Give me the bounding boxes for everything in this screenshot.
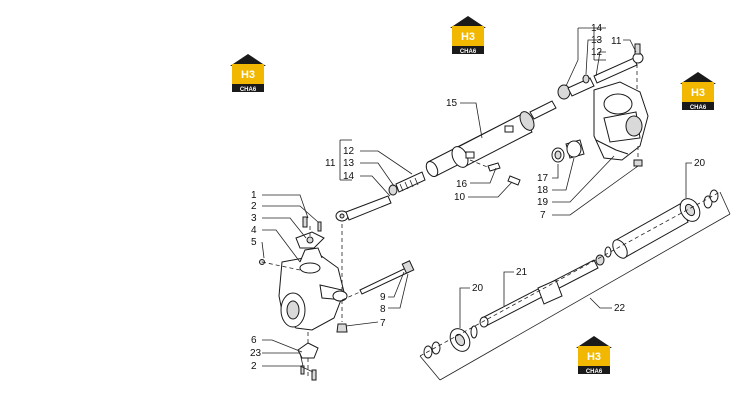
callout-23: 23 xyxy=(250,348,262,359)
callout-13-right: 13 xyxy=(591,35,603,46)
callout-16: 16 xyxy=(456,179,468,190)
callout-12-left: 12 xyxy=(343,146,355,157)
callout-7: 7 xyxy=(380,318,386,329)
callout-11-left: 11 xyxy=(325,158,336,169)
callout-17: 17 xyxy=(537,173,549,184)
callout-8: 8 xyxy=(380,304,386,315)
callout-1: 1 xyxy=(251,190,257,201)
watermark-logo-text: H3 xyxy=(241,69,255,81)
callout-19: 19 xyxy=(537,197,549,208)
right-tie-rod xyxy=(557,43,644,100)
watermark-logo-text: H3 xyxy=(587,351,601,363)
left-tie-rod xyxy=(335,171,426,222)
callout-6: 6 xyxy=(251,335,257,346)
callout-15: 15 xyxy=(446,98,458,109)
leader-lines xyxy=(261,27,692,373)
callout-2: 2 xyxy=(251,201,257,212)
steering-cylinder xyxy=(425,100,557,186)
callout-9: 9 xyxy=(380,292,386,303)
watermark-caption: CHA6 xyxy=(460,49,477,55)
callout-11-right: 11 xyxy=(611,36,622,47)
callout-14-left: 14 xyxy=(343,171,355,182)
lower-cylinder-assembly xyxy=(419,189,731,381)
watermark-logo-2: H3 CHA6 xyxy=(230,54,266,93)
left-steering-knuckle xyxy=(259,216,415,381)
callout-14-right: 14 xyxy=(591,23,603,34)
callout-labels: 1 2 3 4 5 6 23 2 7 8 9 10 16 11 12 13 14… xyxy=(250,23,706,372)
watermark-caption: CHA6 xyxy=(690,105,707,111)
callout-20-left: 20 xyxy=(472,283,484,294)
watermark-logo-4: H3 CHA6 xyxy=(576,336,612,375)
watermark-caption: CHA6 xyxy=(586,369,603,375)
callout-10: 10 xyxy=(454,192,466,203)
callout-2-lower: 2 xyxy=(251,361,257,372)
callout-20-right: 20 xyxy=(694,158,706,169)
watermark-caption: CHA6 xyxy=(240,87,257,93)
callout-22: 22 xyxy=(614,303,626,314)
watermark-logo-text: H3 xyxy=(691,87,705,99)
callout-4: 4 xyxy=(251,225,257,236)
callout-13-left: 13 xyxy=(343,158,355,169)
callout-3: 3 xyxy=(251,213,257,224)
callout-7-right: 7 xyxy=(540,210,546,221)
watermark-logo-text: H3 xyxy=(461,31,475,43)
callout-12-right: 12 xyxy=(591,47,603,58)
watermark-logo-1: H3 CHA6 xyxy=(450,16,486,55)
callout-18: 18 xyxy=(537,185,549,196)
callout-21: 21 xyxy=(516,267,528,278)
right-steering-knuckle xyxy=(551,81,649,167)
callout-5: 5 xyxy=(251,237,257,248)
watermark-logo-3: H3 CHA6 xyxy=(680,72,716,111)
